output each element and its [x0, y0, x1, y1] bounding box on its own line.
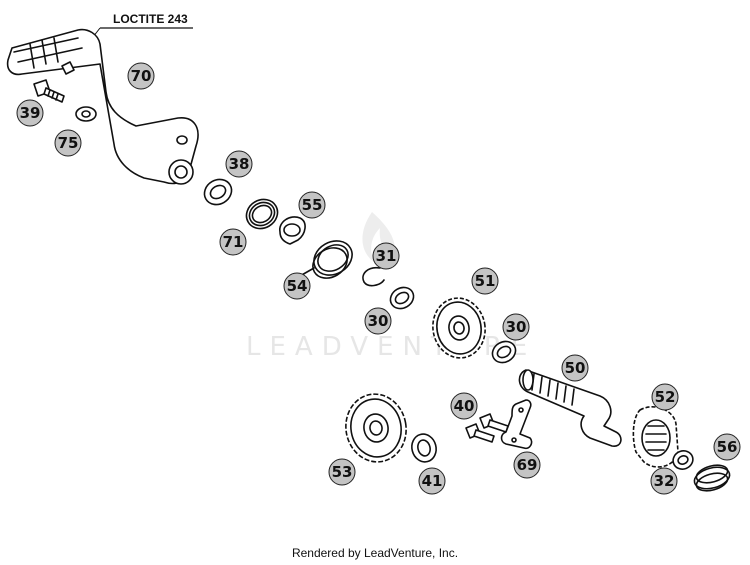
- loctite-text: LOCTITE 243: [113, 12, 188, 26]
- svg-text:30: 30: [506, 318, 527, 336]
- svg-text:70: 70: [131, 67, 152, 85]
- callout-70[interactable]: 70: [127, 62, 155, 90]
- bolt-39: [33, 79, 65, 103]
- callout-41[interactable]: 41: [418, 467, 446, 495]
- callout-32[interactable]: 32: [650, 467, 678, 495]
- svg-text:41: 41: [422, 472, 443, 490]
- callout-31[interactable]: 31: [372, 242, 400, 270]
- gear-51: [432, 297, 486, 359]
- callout-55[interactable]: 55: [298, 191, 326, 219]
- plate-69: [500, 399, 533, 450]
- callout-30-upper[interactable]: 30: [364, 307, 392, 335]
- footer-credit: Rendered by LeadVenture, Inc.: [292, 546, 458, 560]
- svg-text:40: 40: [454, 397, 475, 415]
- seal-71: [245, 198, 279, 230]
- callout-56[interactable]: 56: [713, 433, 741, 461]
- circlip-31: [362, 266, 385, 287]
- ratchet-gear-52: [632, 406, 679, 468]
- kick-spring-54: [299, 240, 353, 279]
- callout-51[interactable]: 51: [471, 267, 499, 295]
- washer-32: [672, 450, 694, 470]
- callout-53[interactable]: 53: [328, 458, 356, 486]
- svg-text:71: 71: [223, 233, 244, 251]
- ring-38: [203, 178, 233, 206]
- callout-38[interactable]: 38: [225, 150, 253, 178]
- svg-text:38: 38: [229, 155, 250, 173]
- callout-75[interactable]: 75: [54, 129, 82, 157]
- callout-69[interactable]: 69: [513, 451, 541, 479]
- callout-39[interactable]: 39: [16, 99, 44, 127]
- loctite-label: LOCTITE 243: [71, 12, 193, 65]
- svg-text:32: 32: [654, 472, 675, 490]
- callout-50[interactable]: 50: [561, 354, 589, 382]
- washer-75: [75, 106, 97, 122]
- svg-text:69: 69: [517, 456, 538, 474]
- washer-30-upper: [389, 286, 415, 310]
- callout-40[interactable]: 40: [450, 392, 478, 420]
- spring-56: [693, 464, 731, 492]
- kick-start-lever: [6, 28, 199, 185]
- callout-71[interactable]: 71: [219, 228, 247, 256]
- callout-54[interactable]: 54: [283, 272, 311, 300]
- callout-52[interactable]: 52: [651, 383, 679, 411]
- svg-text:52: 52: [655, 388, 676, 406]
- svg-text:51: 51: [475, 272, 496, 290]
- bolts-40: [465, 413, 509, 443]
- washer-41: [411, 433, 437, 463]
- svg-text:31: 31: [376, 247, 397, 265]
- svg-text:75: 75: [58, 134, 79, 152]
- large-gear-53: [345, 393, 407, 463]
- svg-text:54: 54: [287, 277, 308, 295]
- washer-30-lower: [491, 340, 517, 364]
- svg-text:56: 56: [717, 438, 738, 456]
- spring-washer-55: [279, 216, 306, 245]
- svg-text:55: 55: [302, 196, 323, 214]
- svg-text:30: 30: [368, 312, 389, 330]
- svg-text:53: 53: [332, 463, 353, 481]
- svg-text:50: 50: [565, 359, 586, 377]
- callout-30-lower[interactable]: 30: [502, 313, 530, 341]
- kick-shaft-50: [518, 369, 622, 447]
- svg-text:39: 39: [20, 104, 41, 122]
